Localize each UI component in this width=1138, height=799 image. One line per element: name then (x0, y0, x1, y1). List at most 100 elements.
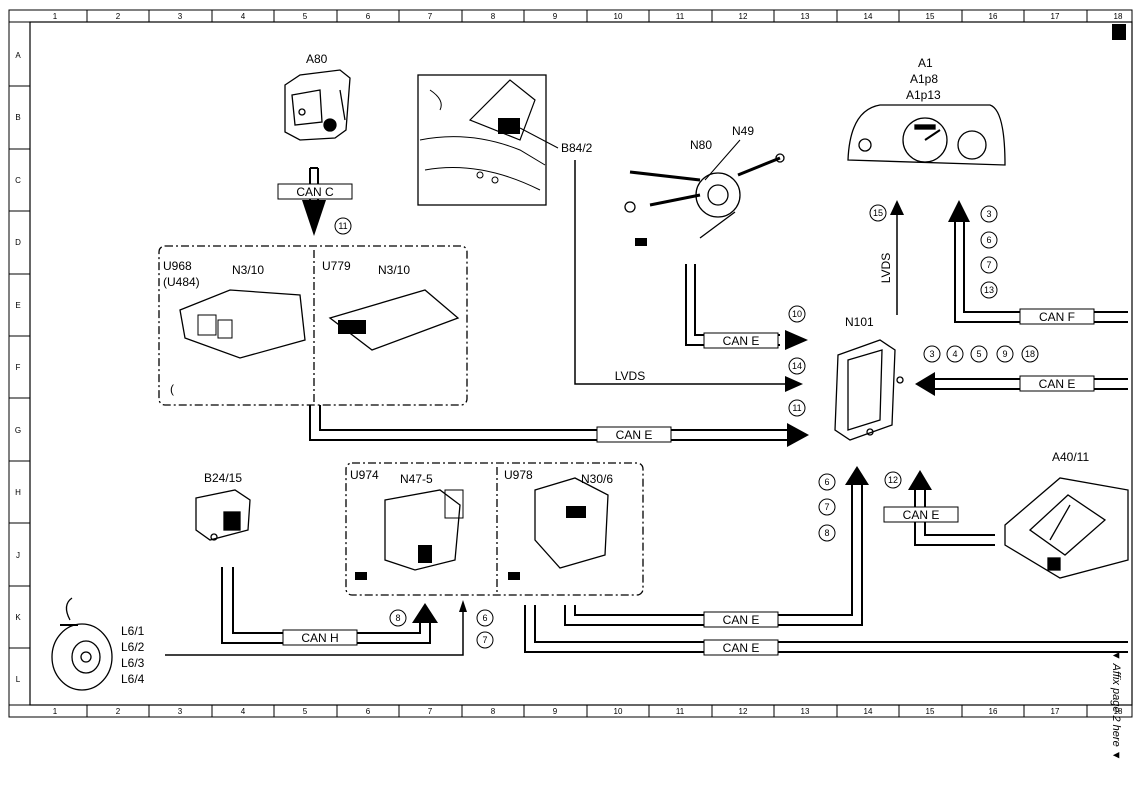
bus-label: CAN H (301, 631, 338, 645)
l6-4-label: L6/4 (121, 672, 145, 686)
col-label: 10 (614, 707, 623, 716)
u978-label: U978 (504, 468, 533, 482)
col-label: 3 (178, 707, 183, 716)
bus-label-boxes (277, 183, 1095, 656)
col-label: 9 (553, 12, 558, 21)
b84-2-label: B84/2 (561, 141, 593, 155)
l6-3-label: L6/3 (121, 656, 145, 670)
l6-2-label: L6/2 (121, 640, 145, 654)
col-label: 2 (116, 707, 121, 716)
ref-number: 6 (482, 613, 487, 623)
bus-label: CAN E (723, 334, 760, 348)
col-label: 18 (1114, 707, 1123, 716)
row-label: E (15, 301, 20, 310)
col-label: 4 (241, 12, 246, 21)
hand-pointer-icon (355, 572, 367, 580)
hand-pointer-icon (508, 572, 520, 580)
col-label: 7 (428, 12, 433, 21)
col-label: 12 (739, 707, 748, 716)
col-label: 8 (491, 707, 496, 716)
col-label: 5 (303, 707, 308, 716)
a1p8-label: A1p8 (910, 72, 938, 86)
ref-number: 4 (952, 349, 957, 359)
arrowheads (302, 200, 970, 623)
col-label: 17 (1051, 707, 1060, 716)
l6-1-label: L6/1 (121, 624, 145, 638)
col-label: 14 (864, 12, 873, 21)
row-label: B (15, 113, 20, 122)
row-label: D (15, 238, 21, 247)
u484-label: (U484) (163, 275, 200, 289)
ref-number: 9 (1002, 349, 1007, 359)
row-label: F (16, 363, 21, 372)
col-label: 12 (739, 12, 748, 21)
ref-number: 15 (873, 208, 883, 218)
affix-page-text: ▼ Affix page 2 here ▼ (1110, 650, 1122, 761)
ref-number: 6 (824, 477, 829, 487)
n30-6-label: N30/6 (581, 472, 613, 486)
ref-number: 8 (824, 528, 829, 538)
col-label: 2 (116, 12, 121, 21)
n80-steering-column-module (624, 139, 785, 239)
n3-10-control-unit-group (158, 245, 468, 406)
n49-label: N49 (732, 124, 754, 138)
ref-number: 11 (338, 221, 347, 231)
ref-number: 14 (792, 361, 802, 371)
u974-label: U974 (350, 468, 379, 482)
a80-label: A80 (306, 52, 328, 66)
a1p13-label: A1p13 (906, 88, 941, 102)
paren-mark: ( (170, 382, 174, 396)
col-label: 3 (178, 12, 183, 21)
n3-10-label-a: N3/10 (232, 263, 264, 277)
col-label: 1 (53, 12, 58, 21)
bus-label: CAN C (296, 185, 334, 199)
ref-number: 10 (792, 309, 802, 319)
col-label: 15 (926, 707, 935, 716)
row-label: A (15, 51, 21, 60)
esp-brake-module-group (345, 462, 644, 596)
bus-label: CAN E (1039, 377, 1076, 391)
a80-component-illustration (284, 69, 351, 141)
ref-number: 3 (986, 209, 991, 219)
bus-label: CAN E (903, 508, 940, 522)
n47-5-label: N47-5 (400, 472, 433, 486)
b24-15-label: B24/15 (204, 471, 242, 485)
row-label: H (15, 488, 21, 497)
ref-number: 6 (986, 235, 991, 245)
b84-2-inset-picture (417, 74, 559, 206)
ref-number: 7 (824, 502, 829, 512)
col-label: 17 (1051, 12, 1060, 21)
row-label: L (16, 675, 21, 684)
col-label: 16 (989, 12, 998, 21)
row-label: C (15, 176, 21, 185)
col-label: 9 (553, 707, 558, 716)
bus-label: CAN E (723, 613, 760, 627)
bus-label: LVDS (615, 369, 645, 383)
n101-module-illustration (834, 339, 904, 441)
u968-label: U968 (163, 259, 192, 273)
n101-label: N101 (845, 315, 874, 329)
a40-11-label: A40/11 (1052, 450, 1089, 464)
reference-circles (334, 204, 1039, 649)
row-label: K (15, 613, 21, 622)
ref-number: 13 (984, 285, 994, 295)
row-label: J (16, 551, 20, 560)
border-frame (8, 9, 1133, 718)
reference-circle-numbers: 11 10 14 11 15 3 6 7 13 3 4 5 9 18 6 7 8… (338, 208, 1035, 645)
row-ruler: A B C D E F G H J K L (15, 51, 21, 684)
col-label: 1 (53, 707, 58, 716)
col-label: 6 (366, 707, 371, 716)
bus-label-texts: CAN C CAN E CAN E CAN F CAN E CAN E CAN … (296, 185, 1075, 655)
bus-label: CAN F (1039, 310, 1075, 324)
col-label: 6 (366, 12, 371, 21)
col-label: 14 (864, 707, 873, 716)
affix-page-note: ▼ Affix page 2 here ▼ (1098, 650, 1128, 790)
column-ruler: 1 2 3 4 5 6 7 8 9 10 11 12 13 14 15 16 1… (53, 12, 1123, 716)
col-label: 13 (801, 12, 810, 21)
col-label: 11 (676, 707, 685, 716)
a1-instrument-cluster-illustration (847, 104, 1006, 166)
col-label: 15 (926, 12, 935, 21)
col-label: 8 (491, 12, 496, 21)
ref-number: 11 (792, 403, 801, 413)
